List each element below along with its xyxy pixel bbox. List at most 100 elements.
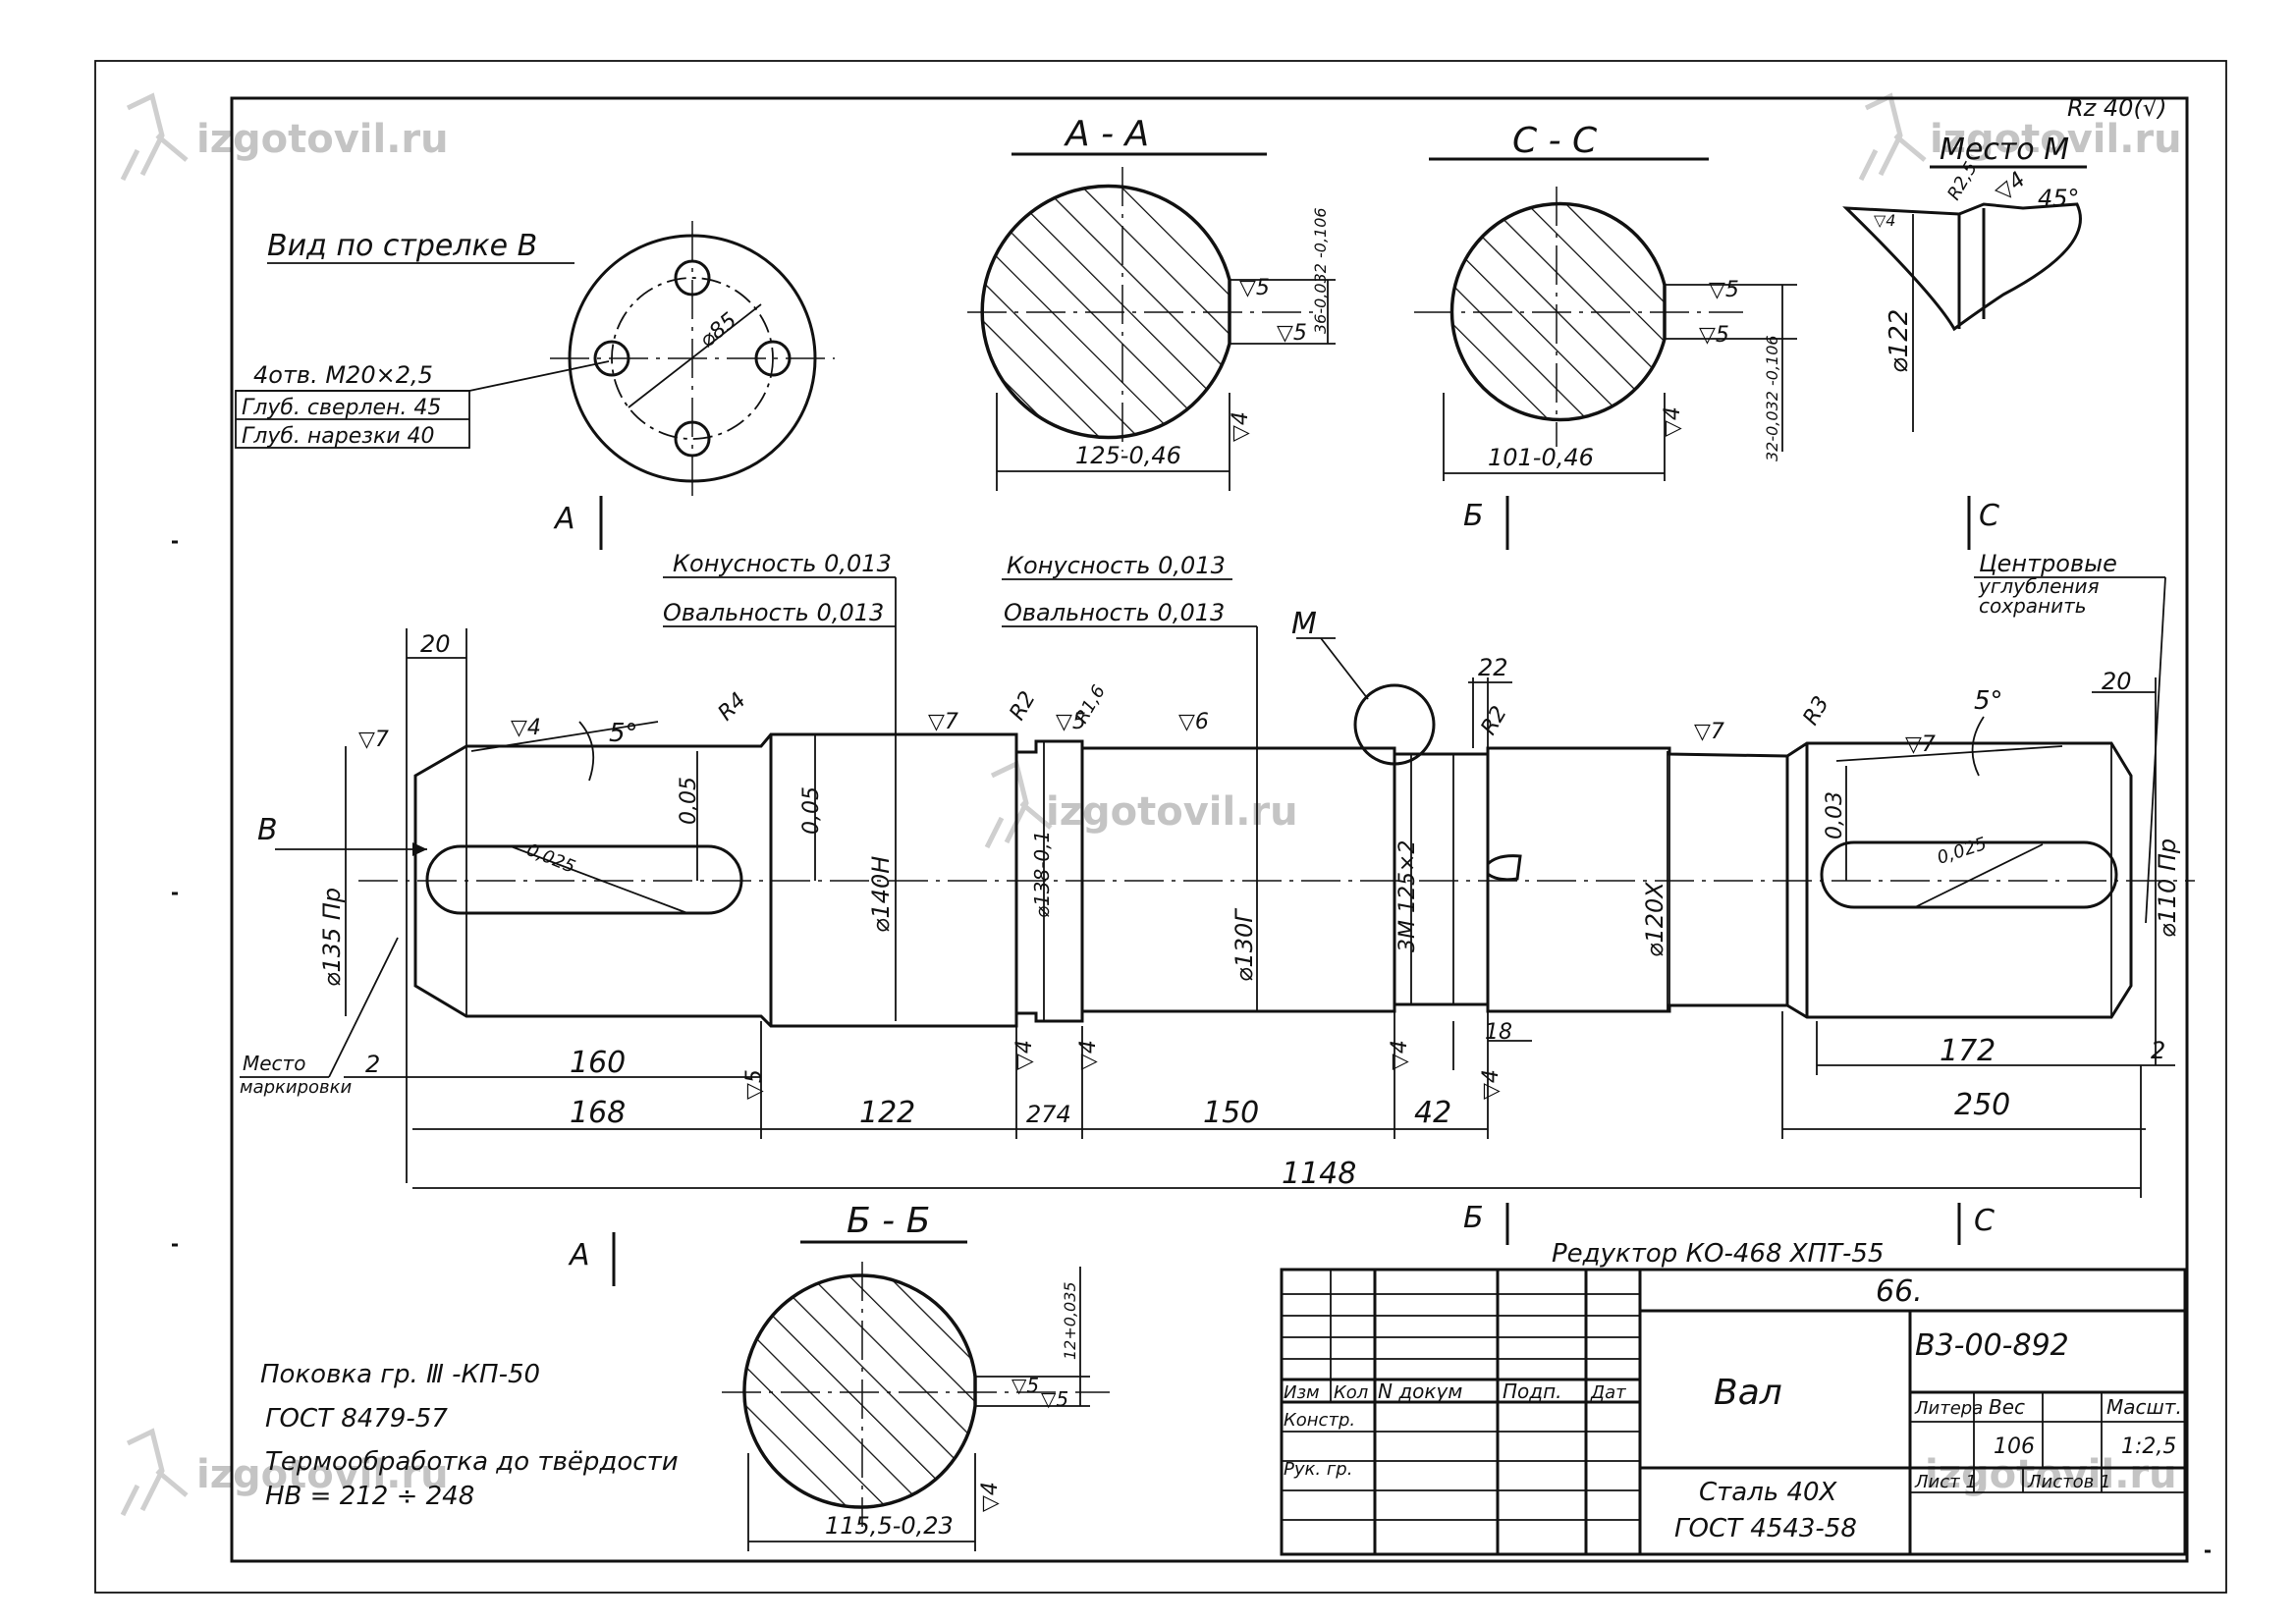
roughness-mark: ▽4 [1076, 1040, 1101, 1070]
title-hdr-podp: Подп. [1503, 1380, 1562, 1403]
roughness-mark: ▽7 [1905, 732, 1936, 757]
watermark-text-4: izgotovil.ru [196, 1452, 449, 1497]
roughness-corner-mark: Rz 40(√) [2067, 94, 2166, 122]
outer-frame [94, 60, 2227, 1594]
keyway-left [425, 844, 743, 915]
view-b-diameter: ⌀85 [695, 308, 742, 353]
section-c-c-width: 101-0,46 [1488, 444, 1594, 471]
watermark-logo-icon [120, 92, 189, 182]
title-scale: 1:2,5 [2121, 1434, 2176, 1459]
radius-r2-b: R2 [1477, 702, 1512, 739]
roughness-mark: ▽7 [358, 728, 389, 752]
thread-groove [1486, 854, 1522, 882]
diameter-110: ⌀110 Пр [2154, 839, 2181, 938]
section-a-a-title: А - А [1064, 114, 1149, 154]
roughness-mark: ▽4 [1388, 1040, 1412, 1070]
detail-m-diameter: ⌀122 [1885, 309, 1914, 373]
radius-r4: R4 [714, 688, 751, 726]
shaft-annotations: 20 20 22 Конусность 0,013 Овальность 0,0… [240, 550, 2181, 1198]
title-hdr-data: Дат [1590, 1382, 1626, 1403]
roughness-mark: ▽4 [1874, 211, 1895, 230]
radius-r3: R3 [1799, 692, 1834, 730]
diameter-130: ⌀130Г [1230, 908, 1258, 982]
section-a-a: А - А 36-0,032 -0,106 ▽5 ▽5 ▽4 125-0,46 [967, 114, 1336, 491]
note-line-2: ГОСТ 8479-57 [265, 1404, 448, 1434]
detail-m-angle: 45° [2038, 185, 2080, 212]
ovality-note-right: Овальность 0,013 [1004, 599, 1225, 626]
dim-42: 42 [1414, 1096, 1451, 1130]
title-sheet-code: 66. [1876, 1274, 1923, 1309]
marking-note-1: Место [243, 1052, 305, 1075]
roughness-mark: ▽4 [978, 1482, 1003, 1512]
dim-22: 22 [1478, 654, 1508, 681]
cut-label-b: Б [1463, 1201, 1484, 1235]
section-b-b: Б - Б 12+0,035 ▽5 ▽5 ▽4 115,5-0,23 [722, 1201, 1110, 1551]
tolerance-0-05-b: 0,05 [799, 786, 824, 835]
roughness-mark: ▽5 [742, 1069, 767, 1100]
roughness-mark: ▽7 [928, 710, 958, 734]
roughness-mark: ▽5 [1011, 1374, 1039, 1397]
margin-ticks [172, 540, 2211, 1553]
roughness-mark: ▽4 [511, 716, 541, 740]
arrow-b-label: В [257, 813, 278, 847]
ovality-note-left: Овальность 0,013 [663, 599, 884, 626]
centers-note-1: Центровые [1979, 550, 2117, 577]
diameter-135: ⌀135 Пр [318, 888, 346, 987]
roughness-mark: ▽7 [1694, 720, 1724, 744]
section-c-c-title: С - С [1512, 121, 1598, 161]
title-hdr-izm: Изм [1284, 1382, 1320, 1403]
dim-18: 18 [1485, 1020, 1512, 1045]
watermark-text-2: izgotovil.ru [1930, 117, 2182, 162]
roughness-mark: ▽5 [1277, 321, 1307, 346]
detail-m-pointer-label: М [1291, 607, 1317, 641]
cut-label-c: С [1974, 1204, 1995, 1238]
title-material-2: ГОСТ 4543-58 [1674, 1514, 1857, 1543]
title-sheet: Лист 1 [1914, 1472, 1977, 1492]
diameter-138: ⌀138-0,1 [1030, 831, 1054, 918]
watermark-logo-icon [120, 1428, 189, 1517]
dim-168: 168 [570, 1096, 626, 1130]
tolerance-0-05-a: 0,05 [677, 777, 701, 825]
tolerance-key-right: 0,025 [1935, 834, 1989, 869]
taper-note-left: Конусность 0,013 [673, 550, 892, 577]
section-a-a-width: 125-0,46 [1075, 442, 1181, 469]
section-c-c-keyway: 32-0,032 -0,106 [1763, 335, 1781, 461]
title-doc-code: В3-00-892 [1915, 1328, 2069, 1363]
thread-125: 3М 125×2 [1395, 840, 1420, 952]
view-b-flange: Вид по стрелке В ⌀85 4отв. М20×2,5 Глуб.… [235, 221, 835, 496]
detail-m-circle [1353, 683, 1436, 766]
tolerance-0-03: 0,03 [1823, 791, 1847, 839]
section-b-b-keyway: 12+0,035 [1061, 1281, 1079, 1360]
cut-label-c: С [1979, 499, 1999, 533]
dim-250: 250 [1954, 1088, 2010, 1122]
watermark-text-5: izgotovil.ru [1925, 1452, 2177, 1497]
roughness-mark: ▽4 [1229, 411, 1253, 442]
dim-2-right: 2 [2151, 1037, 2165, 1064]
dim-20-left: 20 [420, 630, 451, 658]
section-b-b-title: Б - Б [847, 1201, 930, 1241]
title-hdr-ndok: N докум [1378, 1380, 1462, 1403]
title-role-1: Констр. [1284, 1410, 1355, 1431]
title-hdr-masht: Масшт. [2106, 1395, 2182, 1419]
cut-label-a: А [553, 502, 575, 536]
watermark-text-3: izgotovil.ru [1046, 789, 1298, 835]
dim-160: 160 [570, 1046, 626, 1080]
cut-plane-markers-top: А Б С [553, 496, 1999, 550]
shaft-main-view: М В [257, 607, 2195, 1028]
angle-5-left: 5° [609, 719, 638, 748]
roughness-mark: ▽5 [1709, 278, 1739, 302]
inner-frame [230, 96, 2189, 1563]
cut-label-b: Б [1463, 499, 1484, 533]
centers-note-2: углубления [1978, 574, 2100, 598]
dim-122: 122 [859, 1096, 915, 1130]
cut-plane-markers-bottom: А Б С [568, 1201, 1995, 1286]
note-line-4: НВ = 212 ÷ 248 [265, 1482, 474, 1511]
watermark-text-1: izgotovil.ru [196, 117, 449, 162]
detail-m: Место М R2,5 ▽4 45° ▽4 ⌀122 [1842, 133, 2087, 432]
title-part-name: Вал [1714, 1373, 1782, 1413]
title-material-1: Сталь 40Х [1699, 1478, 1838, 1507]
dim-274: 274 [1026, 1101, 1071, 1128]
roughness-mark: ▽5 [1041, 1387, 1068, 1411]
roughness-mark: ▽5 [1699, 323, 1729, 348]
